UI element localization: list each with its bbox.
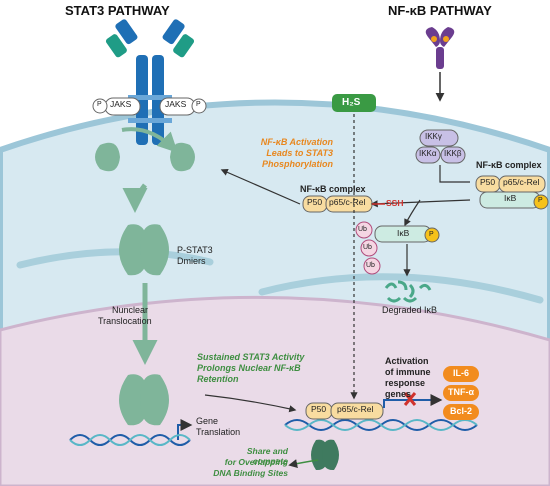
pstat3-dimer	[119, 224, 169, 276]
immune-label-4: genes	[385, 389, 412, 399]
stat3-monomer-left	[95, 142, 120, 172]
dna-right	[284, 419, 478, 431]
degraded-ikb-label: Degraded IκB	[382, 305, 438, 315]
compete-annotation-3: DNA Binding Sites	[213, 468, 288, 478]
er-membrane-left	[16, 248, 214, 269]
pstat3-label-1: P-STAT3	[177, 245, 213, 255]
nuclear-label-2: Translocation	[98, 316, 152, 326]
ub-1: Ub	[358, 226, 367, 233]
ikk-alpha: IKKα	[419, 149, 437, 158]
receptor	[105, 19, 195, 145]
pstat3-label-2: Dmiers	[177, 256, 206, 266]
cytokine-tnf: TNF-α	[447, 387, 475, 397]
p50-left: P50	[307, 197, 323, 207]
nuclear-label-1: Nunclear	[112, 305, 149, 315]
nfkb-pathway-title: NF-κB PATHWAY	[388, 3, 492, 18]
ikb-mid: IκB	[397, 228, 410, 238]
phospho-p-left: P	[97, 101, 102, 108]
cytokine-tnf-shape	[443, 385, 479, 401]
ub-3: Ub	[366, 262, 375, 269]
cytokine-il6: IL-6	[452, 368, 469, 378]
cytokine-bcl2: Bcl-2	[449, 406, 472, 416]
compete-annotation-1: Share and compete	[246, 446, 288, 466]
ikb-phospho-right: P	[538, 197, 543, 204]
compete-annotation-2: for Overlapping	[224, 457, 288, 467]
ssh-label: SSH	[386, 198, 404, 208]
nfkb-complex-label-right: NF-κB complex	[476, 160, 542, 170]
immune-label-2: of immune	[385, 367, 431, 377]
h2s-label: H₂S	[342, 97, 361, 108]
cytokine-bcl2-shape	[443, 404, 479, 420]
ikk-beta: IKKβ	[444, 149, 462, 158]
sustained-annotation-2: Prolongs Nuclear NF-κB	[197, 363, 301, 373]
ikk-gamma: IKKγ	[425, 132, 442, 141]
p50-right: P50	[480, 177, 496, 187]
ub-2: Ub	[363, 244, 372, 251]
phospho-p-right: P	[196, 101, 201, 108]
p65-left: p65/c-Rel	[329, 197, 366, 207]
sustained-annotation-1: Sustained STAT3 Activity	[197, 352, 305, 362]
immune-label-3: response	[385, 378, 426, 388]
jak-left-label: JAKS	[110, 99, 132, 109]
sustained-annotation-3: Retention	[197, 374, 239, 384]
degraded-ikb-fragments	[384, 280, 432, 303]
activation-annotation-2: Leads to STAT3	[266, 148, 333, 158]
gene-label-2: Translation	[196, 427, 241, 437]
stat3-pathway-title: STAT3 PATHWAY	[65, 3, 170, 18]
inhibit-cross	[403, 392, 417, 406]
jak-right-label: JAKS	[165, 99, 187, 109]
immune-label-1: Activation	[385, 356, 429, 366]
activation-annotation-1: NF-κB Activation	[260, 137, 333, 147]
dna-left	[69, 434, 191, 446]
p50-nucleus: P50	[311, 404, 327, 414]
p65-right: p65/c-Rel	[503, 177, 540, 187]
cytokine-il6-shape	[443, 366, 479, 382]
nfkb-complex-label-left: NF-κB complex	[300, 184, 366, 194]
ligand	[425, 27, 455, 69]
nuclear-stat3-dimer	[119, 374, 169, 426]
ikb-phospho-mid: P	[429, 231, 434, 238]
gene-label-1: Gene	[196, 416, 219, 426]
p65-nucleus: p65/c-Rel	[337, 404, 374, 414]
activation-annotation-3: Phosphorylation	[261, 159, 333, 169]
er-membrane-right	[258, 273, 544, 304]
ikb-right: IκB	[504, 193, 517, 203]
